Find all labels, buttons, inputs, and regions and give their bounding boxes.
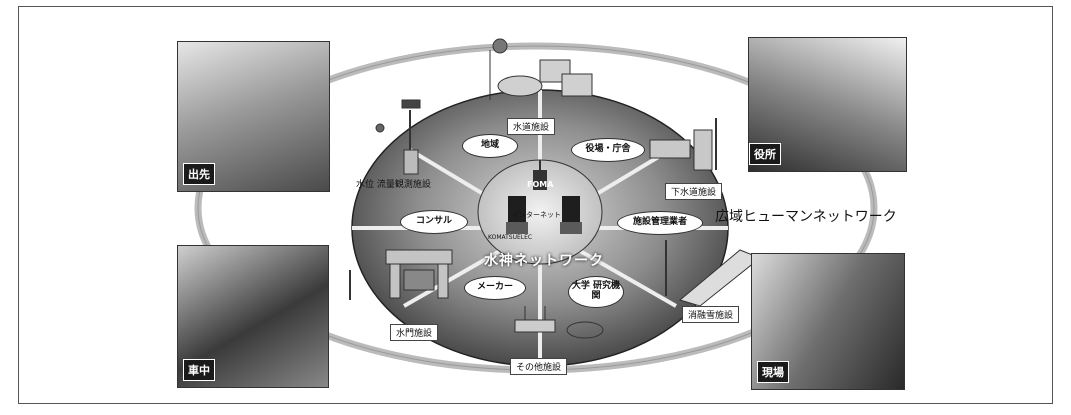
label-snow-melt: 消融雪施設 bbox=[682, 306, 740, 323]
photo-in-car-label: 車中 bbox=[183, 359, 215, 381]
other-facility-illustration bbox=[514, 306, 604, 339]
label-sewer: 下水道施設 bbox=[665, 183, 723, 200]
role-maker: メーカー bbox=[464, 276, 526, 300]
photo-on-site: 現場 bbox=[751, 253, 905, 390]
label-sluice: 水門施設 bbox=[390, 324, 439, 341]
role-university: 大学 研究機関 bbox=[568, 276, 624, 308]
label-water-supply: 水道施設 bbox=[507, 118, 556, 135]
internet-label: インターネット bbox=[512, 211, 561, 219]
maker-label: KOMATSUELEC bbox=[488, 234, 533, 241]
role-area: 地域 bbox=[462, 134, 518, 158]
photo-in-car: 車中 bbox=[177, 245, 329, 388]
sewer-illustration bbox=[649, 118, 717, 171]
server-right bbox=[562, 196, 580, 222]
foma-label: FOMA bbox=[527, 180, 554, 189]
label-water-level: 水位 流量観測施設 bbox=[356, 180, 431, 190]
photo-on-site-label: 現場 bbox=[757, 361, 789, 383]
water-level-illustration bbox=[375, 99, 421, 175]
photo-outside: 出先 bbox=[177, 41, 330, 192]
sluice-illustration bbox=[349, 249, 453, 300]
photo-city-office-label: 役所 bbox=[749, 143, 781, 165]
role-facility-mgmt: 施設管理業者 bbox=[617, 211, 703, 235]
label-other-facility: その他施設 bbox=[510, 358, 568, 375]
foma-antenna bbox=[533, 170, 547, 190]
role-office: 役場・庁舎 bbox=[571, 138, 645, 162]
water-supply-illustration bbox=[489, 38, 593, 100]
role-consultant: コンサル bbox=[400, 210, 468, 234]
wide-area-network-label: 広域ヒューマンネットワーク bbox=[715, 209, 897, 225]
photo-outside-label: 出先 bbox=[183, 163, 215, 185]
network-title: 水神ネットワーク bbox=[484, 253, 604, 269]
photo-city-office: 役所 bbox=[748, 37, 907, 172]
server-left bbox=[508, 196, 526, 222]
